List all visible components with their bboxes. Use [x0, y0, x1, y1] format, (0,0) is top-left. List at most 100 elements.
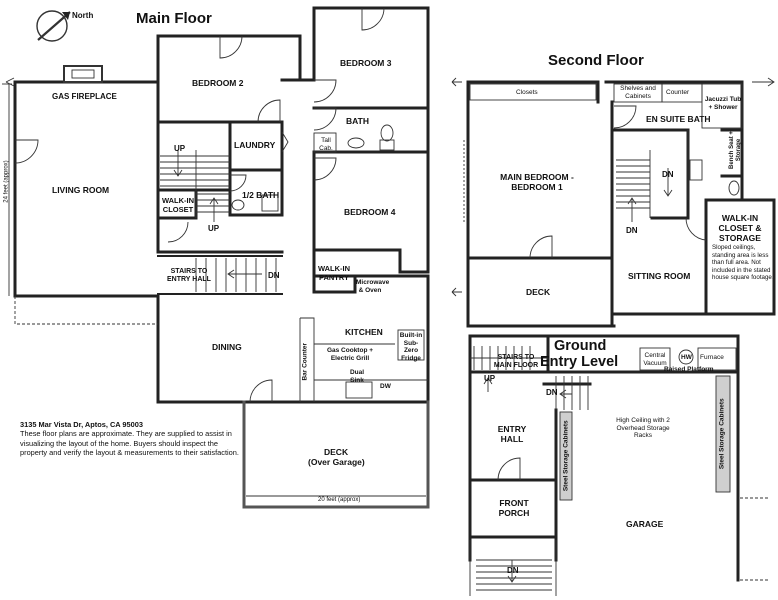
- height-label: 24 feet (approx): [3, 160, 10, 203]
- kitchen-door: [249, 379, 273, 403]
- door-swing: [529, 235, 553, 259]
- microwave-label: Microwave & Oven: [356, 279, 390, 294]
- tall-cab-label: Tall Cab.: [319, 137, 333, 152]
- central-vacuum-label: Central Vacuum: [643, 352, 667, 367]
- fireplace: [63, 65, 103, 83]
- laundry-door: [281, 131, 289, 153]
- living-room-label: LIVING ROOM: [52, 185, 110, 195]
- laundry-label: LAUNDRY: [234, 140, 276, 150]
- dimension-arrow: [752, 77, 775, 87]
- width-label: 20 feet (approx): [318, 497, 361, 503]
- dimension-arrow: [451, 77, 462, 87]
- stair-wall: [156, 120, 284, 254]
- stair-arrow: [5, 77, 15, 87]
- furnace-label: Furnace: [700, 354, 724, 361]
- kitchen-fridge: [397, 329, 425, 361]
- dishwasher-label: DW: [380, 383, 391, 390]
- compass-label: North: [72, 11, 94, 20]
- steel-cabinet: [715, 375, 731, 493]
- cooktop-label: Gas Cooktop + Electric Grill: [326, 347, 374, 362]
- bath-toilet: [380, 124, 394, 142]
- half-bath-sink: [261, 194, 279, 212]
- ground-floor-title-line2: Entry Level: [540, 354, 619, 370]
- door-swing: [313, 107, 337, 131]
- bar-counter-label: Bar Counter: [301, 342, 309, 381]
- second-floor-wall: [466, 80, 616, 328]
- pantry-wall: [312, 274, 357, 294]
- stair-arrow: [627, 197, 637, 222]
- stair-arrow: [559, 389, 572, 399]
- sloped-ceiling-note: Sloped ceilings, standing area is less t…: [712, 244, 774, 282]
- half-bath-door: [229, 174, 247, 192]
- bedroom4-wall: [398, 106, 430, 274]
- door-swing: [613, 105, 637, 129]
- ground-dn-bottom-label: DN: [507, 566, 519, 575]
- stair-arrow: [209, 197, 219, 222]
- second-floor-wall: [604, 80, 744, 202]
- deck-label: DECK: [324, 447, 349, 457]
- bedroom4-wall: [312, 248, 402, 274]
- vacuum-unit: [639, 347, 671, 371]
- bedroom3-wall: [312, 6, 430, 110]
- en-suite-toilet: [728, 180, 740, 196]
- hw-label: HW: [681, 354, 692, 361]
- second-dn-label-2: DN: [626, 226, 638, 235]
- stairs-main-label: STAIRS TO MAIN FLOOR: [493, 354, 539, 369]
- kitchen-label: KITCHEN: [345, 327, 383, 337]
- walkin-closet-wall: [704, 198, 776, 316]
- stair-treads: [195, 258, 277, 292]
- bedroom2-label: BEDROOM 2: [192, 78, 244, 88]
- high-ceiling-label: High Ceiling with 2 Overhead Storage Rac…: [616, 417, 670, 439]
- bath-cabinet: [313, 132, 337, 153]
- ground-dn-label: DN: [546, 388, 558, 397]
- second-floor-wall: [466, 80, 600, 104]
- door-swing: [313, 157, 337, 181]
- gas-fireplace-label: GAS FIREPLACE: [52, 92, 117, 101]
- bedroom3-label: BEDROOM 3: [340, 58, 392, 68]
- door-swing: [313, 79, 337, 103]
- door-swing: [361, 7, 385, 31]
- stair-treads: [469, 540, 557, 596]
- door-swing: [219, 35, 243, 59]
- shelves-label: Shelves and Cabinets: [620, 85, 656, 100]
- garage-label: GARAGE: [626, 519, 664, 529]
- stair-treads: [470, 346, 589, 410]
- kitchen-wall: [242, 274, 430, 404]
- hot-water-heater: [678, 349, 694, 365]
- deck-wall: [242, 400, 430, 509]
- dual-sink-label: Dual Sink: [349, 369, 365, 384]
- kitchen-counter: [300, 317, 315, 402]
- door-swing: [14, 139, 39, 164]
- second-deck-label: DECK: [526, 287, 551, 297]
- half-bath-label: 1/2 BATH: [242, 190, 280, 200]
- walkin-closet-label: WALK-IN CLOSET: [161, 196, 195, 214]
- raised-platform-label: Raised Platform: [664, 366, 714, 373]
- bath-sink: [347, 137, 365, 149]
- stair-up-label-2: UP: [208, 224, 220, 233]
- second-dn-label: DN: [662, 170, 674, 179]
- steel-cabinets-label-1: Steel Storage Cabinets: [562, 420, 570, 492]
- stair-arrow: [663, 168, 673, 197]
- counter-label: Counter: [666, 89, 690, 96]
- ground-floor-title-line1: Ground: [554, 338, 607, 354]
- door-swing: [257, 99, 281, 123]
- garage-door: [740, 497, 770, 581]
- bench-seat-label: Bench Seat + Storage: [729, 131, 742, 169]
- dining-label: DINING: [212, 342, 242, 352]
- kitchen-wall: [156, 294, 246, 404]
- front-porch-label: FRONT PORCH: [498, 498, 530, 518]
- door-swing: [497, 457, 521, 481]
- steel-cabinets-label-2: Steel Storage Cabinets: [718, 398, 726, 470]
- address: 3135 Mar Vista Dr, Aptos, CA 95003: [20, 420, 143, 429]
- bath-toilet-tank: [379, 139, 395, 151]
- main-floor-title: Main Floor: [136, 10, 212, 27]
- dashed-outline: [14, 296, 158, 325]
- entry-hall-label: ENTRY HALL: [497, 424, 527, 444]
- en-suite-label: EN SUITE BATH: [646, 114, 711, 124]
- closets-cabinet: [469, 83, 597, 101]
- steel-cabinet: [559, 411, 573, 501]
- ground-up-label: UP: [484, 374, 496, 383]
- deck-sub-label: (Over Garage): [308, 457, 365, 467]
- stair-treads: [616, 150, 651, 218]
